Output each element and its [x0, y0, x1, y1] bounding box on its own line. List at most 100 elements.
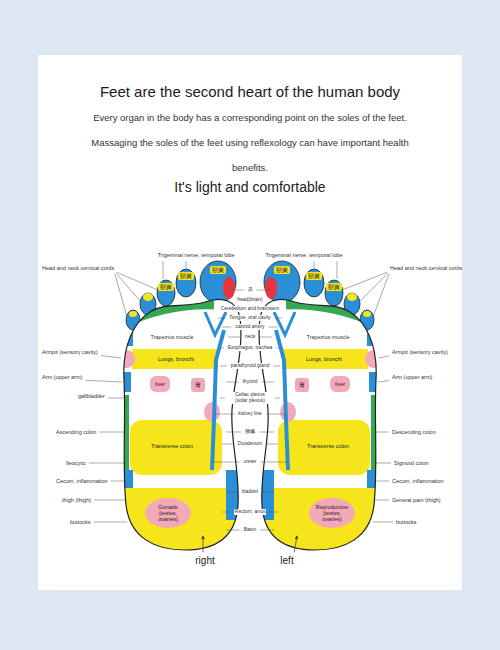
- organ-label: Arm (upper arm): [42, 374, 82, 380]
- zone-text: Transverse colon: [307, 443, 349, 449]
- reflex-zone: Transverse colon: [303, 440, 353, 452]
- reflex-zone: Lungs, bronchi: [152, 353, 200, 365]
- organ-label: head(brain): [236, 297, 264, 303]
- leader-line: [257, 290, 273, 291]
- leader-line: [218, 318, 225, 319]
- organ-label: buttocks: [70, 519, 90, 525]
- organ-label: Trigeminal nerve, temporal lobe: [157, 252, 234, 258]
- leader-line: [226, 530, 240, 531]
- leader-line: [220, 398, 225, 399]
- organ-label: Cecum, inflammation: [392, 478, 444, 484]
- zone-text: 額竇: [328, 284, 340, 290]
- zone-text: Gonads (testes, ovaries): [150, 504, 186, 523]
- reflex-zone: 額竇: [158, 283, 174, 291]
- organ-label: Basin: [243, 527, 258, 533]
- leader-line: [116, 273, 141, 302]
- leader-line: [85, 380, 122, 382]
- leader-line: [214, 414, 234, 415]
- organ-label: Ileocytic: [66, 460, 86, 466]
- leader-line: [186, 261, 187, 268]
- reflex-zone: Transverse colon: [147, 440, 197, 452]
- organ-label: Celiac plexus (solar plexus): [228, 392, 272, 404]
- organ-label: Descending colon: [392, 429, 436, 435]
- page-title: Feet are the second heart of the human b…: [100, 83, 400, 100]
- leader-line: [275, 398, 280, 399]
- reflex-zone: 額竇: [274, 266, 290, 274]
- leader-line: [101, 356, 121, 358]
- organ-label: 胰臟: [244, 429, 256, 435]
- leader-line: [337, 261, 338, 279]
- organ-label: Sigmoid colon: [394, 460, 429, 466]
- leader-line: [275, 318, 282, 319]
- reflex-zone: 額竇: [210, 266, 226, 274]
- zone-text: 額竇: [180, 273, 192, 279]
- leader-line: [99, 432, 124, 433]
- leader-line: [259, 337, 272, 338]
- leader-line: [266, 414, 286, 415]
- foot-name: right: [195, 555, 214, 567]
- leader-line: [266, 444, 278, 445]
- reflex-zone: 額竇: [178, 272, 194, 280]
- leader-line: [276, 348, 282, 349]
- reflex-zone: 胃: [191, 378, 205, 392]
- zone-text: Reproductive (testes, ovaries): [314, 504, 350, 523]
- organ-label: Duodenum: [237, 441, 263, 447]
- leader-line: [376, 463, 391, 464]
- zone-text: Lungs, bronchi: [306, 356, 342, 362]
- leader-line: [111, 481, 124, 482]
- reflex-zone: 額竇: [306, 272, 322, 280]
- zone-text: 額竇: [308, 273, 320, 279]
- reflex-zone: Lungs, bronchi: [300, 353, 348, 365]
- leader-line: [218, 348, 224, 349]
- organ-label: parathyroid gland: [230, 363, 271, 369]
- organ-label: Trapezius muscle: [306, 334, 351, 340]
- leader-line: [269, 512, 278, 513]
- organ-label: Head and neck cervical cords: [42, 265, 114, 271]
- leader-line: [375, 500, 389, 501]
- zone-text: Transverse colon: [151, 443, 193, 449]
- organ-label: kidney line: [237, 411, 263, 417]
- leader-line: [115, 274, 127, 317]
- organ-label: thyroid: [241, 379, 258, 385]
- organ-label: Trigeminal nerve, temporal lobe: [265, 252, 342, 258]
- zone-text: 胃: [299, 382, 305, 388]
- leader-line: [226, 492, 238, 493]
- zone-text: liver: [335, 381, 345, 387]
- reflex-zone: 胃: [295, 378, 309, 392]
- zone-text: Lungs, bronchi: [158, 356, 194, 362]
- organ-label: Ascending colon: [56, 429, 96, 435]
- reflex-zone: Gonads (testes, ovaries): [145, 498, 191, 529]
- leader-line: [273, 366, 280, 367]
- leader-line: [259, 432, 274, 433]
- leader-line: [379, 356, 389, 358]
- leader-line: [222, 512, 231, 513]
- leader-line: [203, 536, 204, 552]
- leader-line: [226, 382, 238, 383]
- reflex-zone: 額竇: [326, 283, 342, 291]
- leader-line: [342, 272, 387, 290]
- zone-text: 胃: [195, 382, 201, 388]
- leader-line: [212, 462, 239, 463]
- leader-line: [222, 327, 231, 328]
- organ-label: Cerebellum and brainstem: [220, 306, 281, 312]
- zone-text: liver: [155, 381, 165, 387]
- tagline: It's light and comfortable: [174, 179, 325, 195]
- organ-label: neck: [244, 334, 257, 340]
- leader-line: [226, 432, 241, 433]
- organ-label: Trapezius muscle: [150, 334, 195, 340]
- leader-line: [378, 381, 389, 382]
- reflex-zone: liver: [330, 376, 350, 392]
- leader-line: [222, 444, 234, 445]
- organ-label: Esophagus, trachea: [227, 345, 273, 351]
- organ-label: buttocks: [396, 519, 416, 525]
- leader-line: [269, 327, 278, 328]
- leader-line: [376, 481, 389, 482]
- organ-label: Armpit (sensory cavity): [392, 349, 448, 355]
- organ-label: Arm (upper arm): [392, 374, 432, 380]
- organ-label: Rectum, anus: [234, 509, 267, 515]
- organ-label: 鼻: [247, 287, 254, 293]
- leader-line: [262, 382, 275, 383]
- leader-line: [108, 398, 125, 399]
- leader-line: [314, 261, 315, 268]
- leader-line: [93, 522, 127, 523]
